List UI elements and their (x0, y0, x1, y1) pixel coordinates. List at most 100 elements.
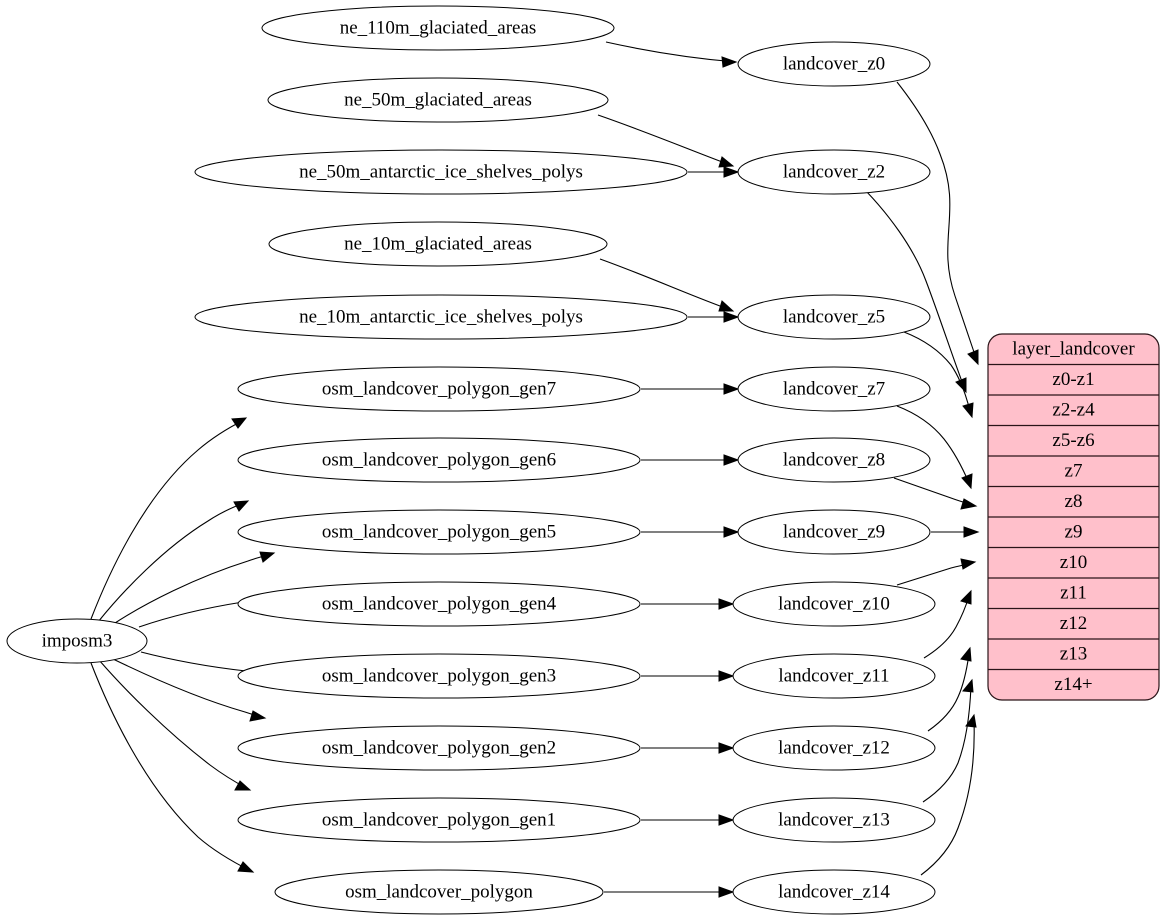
node-shape[interactable] (237, 509, 641, 555)
node-ne_50m_glaciated_areas[interactable]: ne_50m_glaciated_areas (267, 77, 609, 123)
node-landcover_z13[interactable]: landcover_z13 (732, 797, 936, 843)
node-shape[interactable] (732, 797, 936, 843)
node-landcover_z5[interactable]: landcover_z5 (737, 294, 931, 340)
node-osm_landcover_polygon_gen2[interactable]: osm_landcover_polygon_gen2 (237, 725, 641, 771)
node-landcover_z9[interactable]: landcover_z9 (737, 509, 931, 555)
node-shape[interactable] (194, 294, 688, 340)
node-shape[interactable] (737, 509, 931, 555)
node-shape[interactable] (6, 618, 148, 664)
edge-line (599, 258, 732, 311)
edge-line (97, 501, 247, 623)
arrowhead-icon (723, 454, 740, 466)
edge-line (927, 653, 970, 732)
arrowhead-icon (718, 814, 735, 826)
edge-landcover_z14-to-row10 (920, 713, 977, 876)
node-shape[interactable] (237, 797, 641, 843)
node-shape[interactable] (237, 653, 641, 699)
edge-landcover_z12-to-row8 (927, 646, 972, 732)
edge-osm_landcover_polygon_gen4-to-landcover_z10 (641, 598, 735, 610)
table-row-z5-z6[interactable]: z5-z6 (1052, 430, 1094, 451)
node-osm_landcover_polygon_gen5[interactable]: osm_landcover_polygon_gen5 (237, 509, 641, 555)
node-osm_landcover_polygon[interactable]: osm_landcover_polygon (274, 869, 604, 915)
node-shape[interactable] (732, 581, 936, 627)
node-shape[interactable] (732, 725, 936, 771)
node-osm_landcover_polygon_gen1[interactable]: osm_landcover_polygon_gen1 (237, 797, 641, 843)
edge-line (605, 41, 737, 63)
table-row-z8[interactable]: z8 (1065, 491, 1083, 512)
edge-osm_landcover_polygon_gen1-to-landcover_z13 (641, 814, 735, 826)
node-osm_landcover_polygon_gen6[interactable]: osm_landcover_polygon_gen6 (237, 437, 641, 483)
node-shape[interactable] (261, 5, 615, 51)
node-ne_50m_antarctic_ice_shelves_polys[interactable]: ne_50m_antarctic_ice_shelves_polys (194, 149, 688, 195)
node-ne_10m_glaciated_areas[interactable]: ne_10m_glaciated_areas (268, 221, 608, 267)
edge-imposm3-to-osm_landcover_polygon_gen7 (90, 417, 248, 620)
node-shape[interactable] (737, 149, 931, 195)
node-shape[interactable] (737, 437, 931, 483)
node-landcover_z14[interactable]: landcover_z14 (732, 869, 936, 915)
node-landcover_z7[interactable]: landcover_z7 (737, 366, 931, 412)
node-shape[interactable] (732, 869, 936, 915)
node-shape[interactable] (274, 869, 604, 915)
node-landcover_z8[interactable]: landcover_z8 (737, 437, 931, 483)
node-imposm3[interactable]: imposm3 (6, 618, 148, 664)
node-shape[interactable] (267, 77, 609, 123)
edge-osm_landcover_polygon_gen2-to-landcover_z12 (641, 742, 735, 754)
node-shape[interactable] (194, 149, 688, 195)
node-ne_10m_antarctic_ice_shelves_polys[interactable]: ne_10m_antarctic_ice_shelves_polys (194, 294, 688, 340)
nodes-layer: ne_110m_glaciated_areas ne_50m_glaciated_… (6, 5, 936, 915)
node-label: ne_10m_antarctic_ice_shelves_polys (299, 306, 583, 327)
node-osm_landcover_polygon_gen7[interactable]: osm_landcover_polygon_gen7 (237, 366, 641, 412)
edge-line (112, 658, 264, 718)
edge-line (865, 190, 965, 388)
node-label: landcover_z9 (783, 521, 885, 542)
node-shape[interactable] (737, 294, 931, 340)
arrowhead-icon (960, 589, 972, 605)
table-row-z0-z1[interactable]: z0-z1 (1052, 369, 1094, 390)
arrowhead-icon (723, 311, 740, 323)
table-row-z7[interactable]: z7 (1065, 461, 1083, 482)
node-osm_landcover_polygon_gen4[interactable]: osm_landcover_polygon_gen4 (237, 581, 641, 627)
node-ne_110m_glaciated_areas[interactable]: ne_110m_glaciated_areas (261, 5, 615, 51)
node-shape[interactable] (737, 366, 931, 412)
edge-line (896, 81, 977, 359)
table-row-z9[interactable]: z9 (1065, 522, 1083, 543)
table-row-z2-z4[interactable]: z2-z4 (1052, 400, 1095, 421)
table-row-z11[interactable]: z11 (1060, 583, 1087, 604)
node-landcover_z11[interactable]: landcover_z11 (732, 653, 936, 699)
table-row-z10[interactable]: z10 (1060, 552, 1087, 573)
edge-line (923, 595, 970, 659)
edge-osm_landcover_polygon_gen5-to-landcover_z9 (641, 526, 740, 538)
node-osm_landcover_polygon_gen3[interactable]: osm_landcover_polygon_gen3 (237, 653, 641, 699)
table-header-label: layer_landcover (1012, 339, 1135, 360)
arrowhead-icon (963, 526, 980, 538)
edge-ne_10m_glaciated_areas-to-landcover_z5 (599, 258, 735, 312)
node-layer_landcover[interactable]: layer_landcover z0-z1 z2-z4 z5-z6 z7 z8 z9 z10 z… (987, 333, 1160, 701)
node-landcover_z2[interactable]: landcover_z2 (737, 149, 931, 195)
node-shape[interactable] (237, 366, 641, 412)
edge-landcover_z10-to-row6 (896, 558, 977, 586)
node-landcover_z12[interactable]: landcover_z12 (732, 725, 936, 771)
table-row-z13[interactable]: z13 (1060, 644, 1087, 665)
arrowhead-icon (233, 500, 250, 512)
edge-line (90, 419, 245, 620)
node-shape[interactable] (268, 221, 608, 267)
edge-ne_50m_glaciated_areas-to-landcover_z2 (597, 114, 735, 168)
node-shape[interactable] (237, 725, 641, 771)
node-label: landcover_z11 (778, 665, 889, 686)
node-shape[interactable] (237, 581, 641, 627)
node-shape[interactable] (237, 437, 641, 483)
table-row-z14+[interactable]: z14+ (1054, 674, 1092, 695)
node-shape[interactable] (737, 41, 931, 87)
node-landcover_z0[interactable]: landcover_z0 (737, 41, 931, 87)
node-shape[interactable] (732, 653, 936, 699)
edge-landcover_z0-to-row0 (896, 81, 979, 366)
arrowhead-icon (718, 886, 735, 898)
edge-line (896, 405, 970, 484)
edge-ne_10m_antarctic_ice_shelves_polys-to-landcover_z5 (688, 311, 740, 323)
edge-landcover_z13-to-row9 (922, 678, 974, 803)
node-landcover_z10[interactable]: landcover_z10 (732, 581, 936, 627)
arrowhead-icon (259, 551, 276, 563)
table-row-z12[interactable]: z12 (1060, 613, 1087, 634)
edge-line (896, 562, 973, 586)
edge-imposm3-to-osm_landcover_polygon_gen2 (112, 658, 267, 722)
